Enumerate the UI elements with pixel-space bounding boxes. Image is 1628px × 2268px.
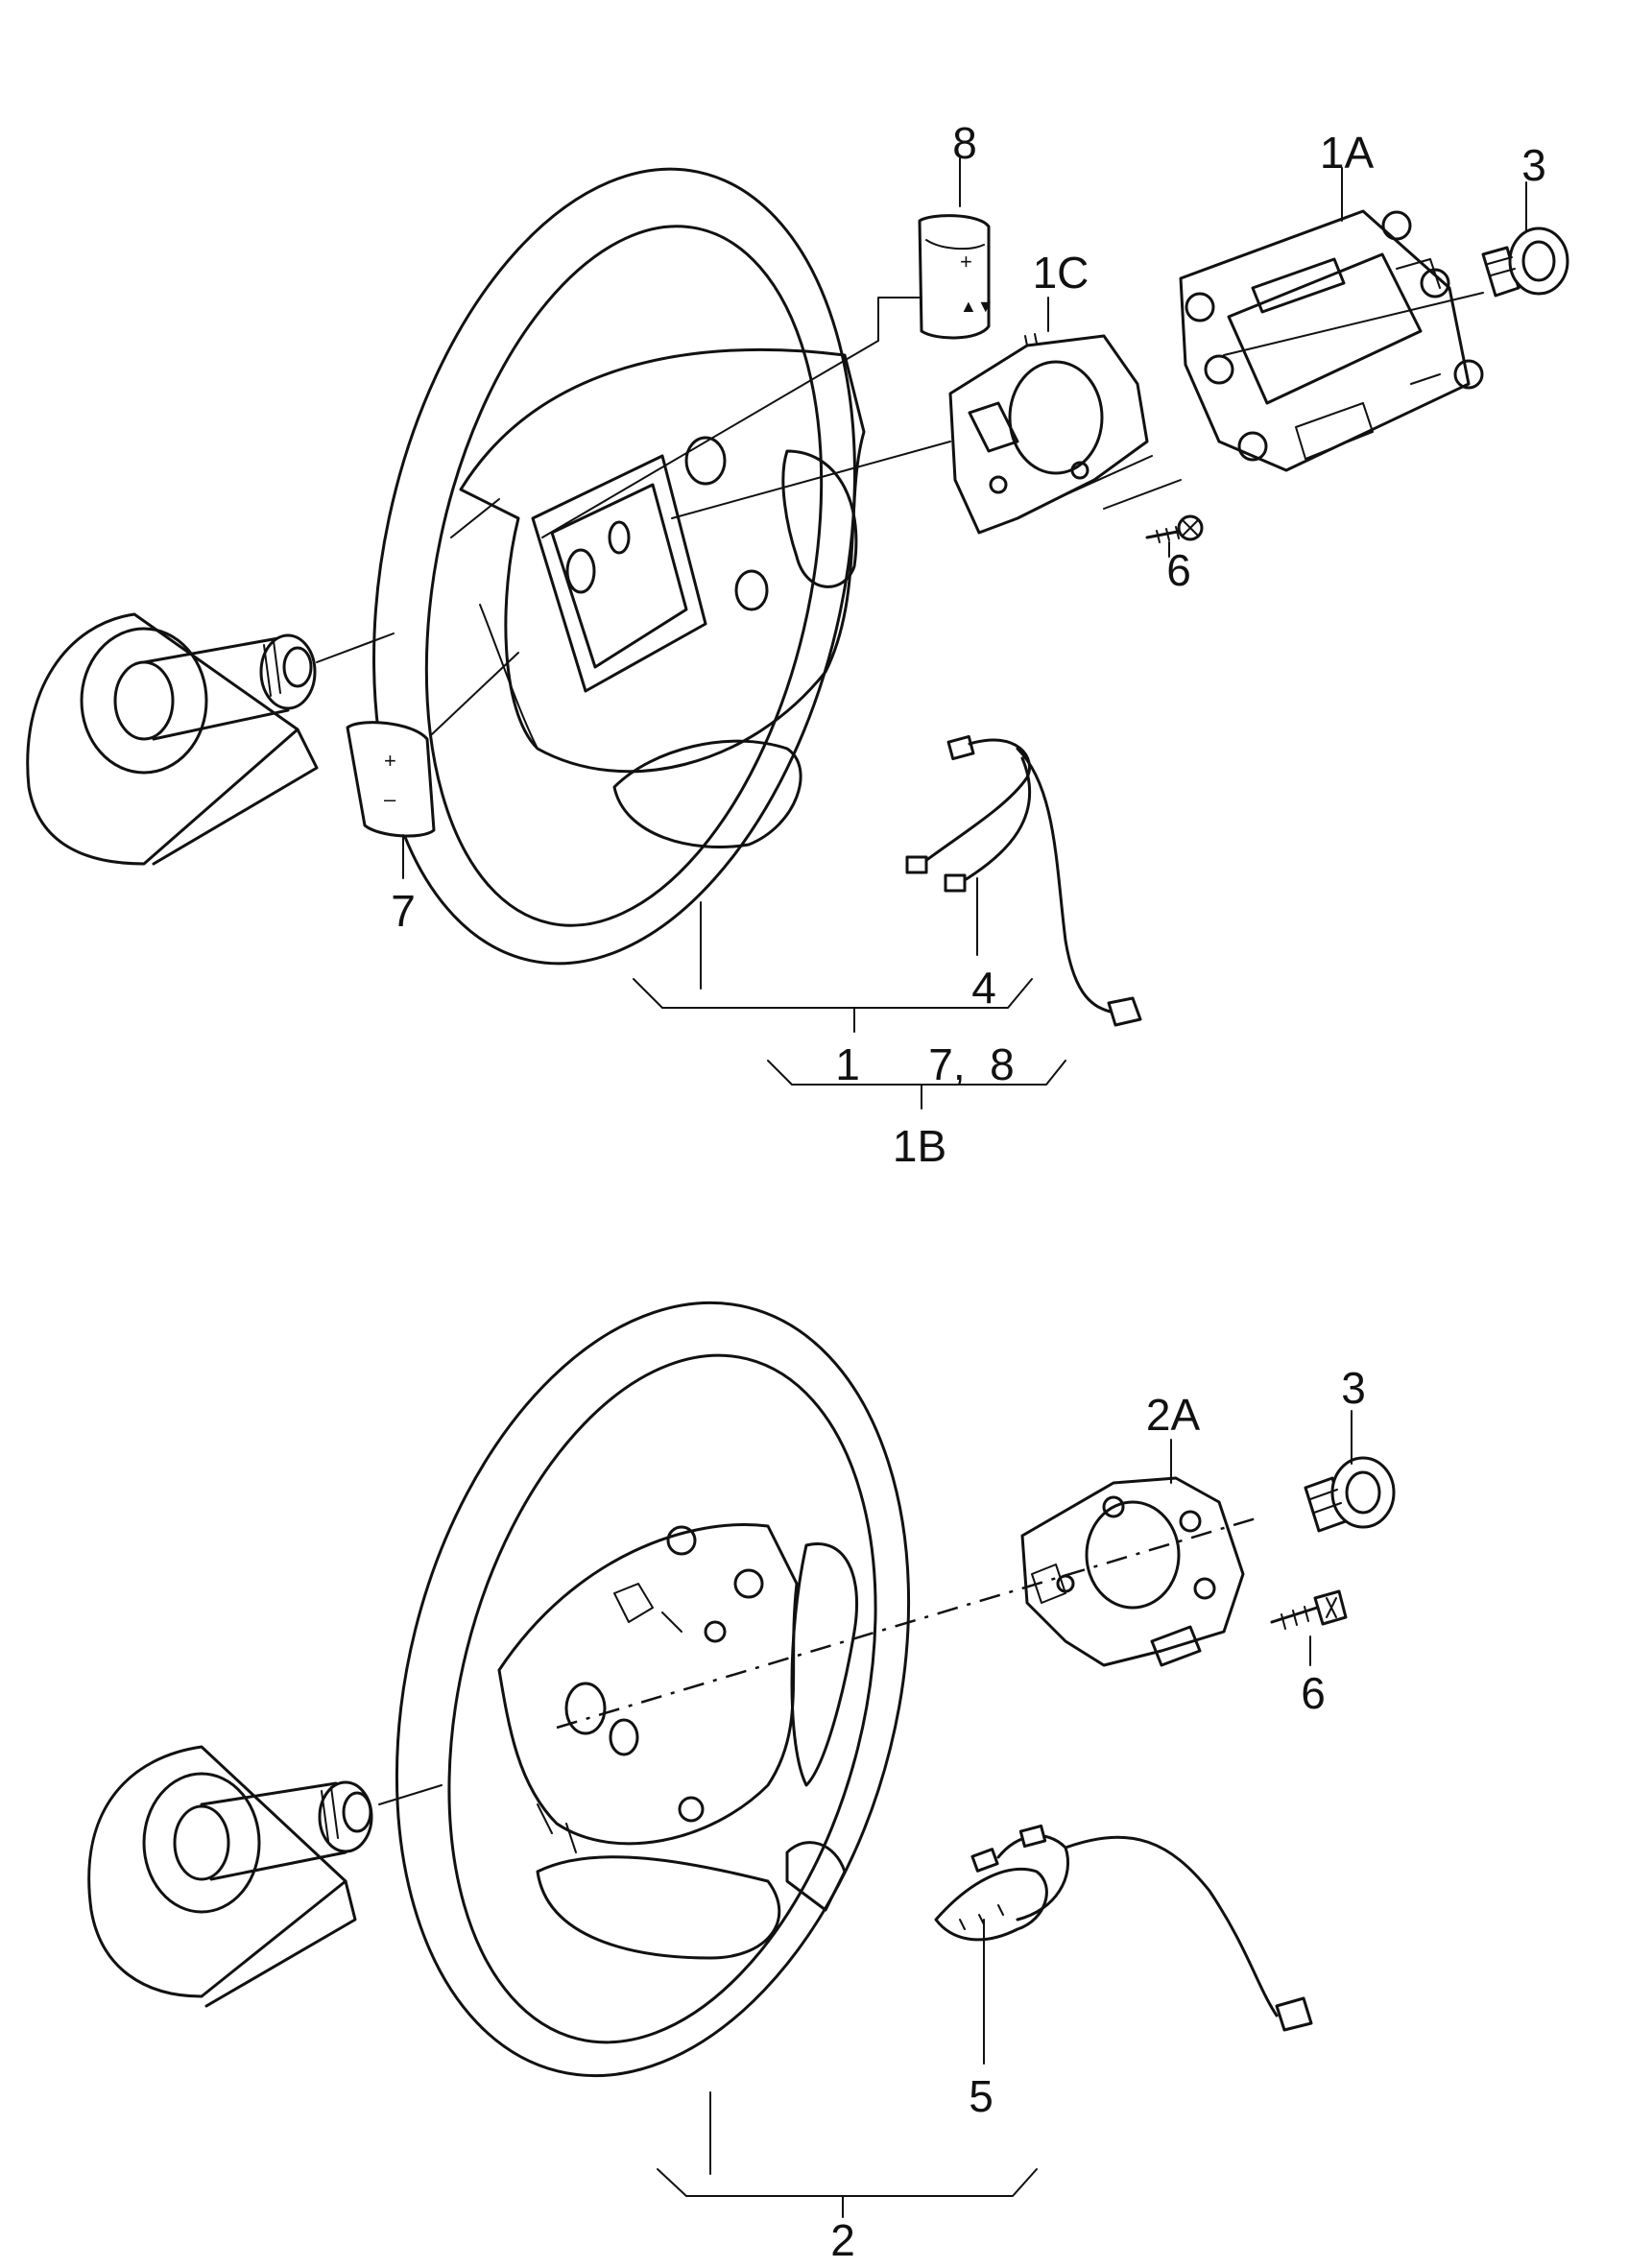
callout-8: 8 — [952, 118, 977, 168]
callout-7-8: 7, 8 — [928, 1039, 1015, 1089]
wiring-harness-icon — [905, 734, 1142, 1027]
callout-1: 1 — [835, 1039, 860, 1089]
callout-6-bottom: 6 — [1301, 1668, 1326, 1718]
multifunction-button-icon: + ▲▼ — [918, 214, 994, 340]
callout-2a: 2A — [1146, 1390, 1201, 1440]
screw-icon — [1270, 1589, 1348, 1630]
callout-1c: 1C — [1033, 248, 1089, 298]
callout-2: 2 — [830, 2215, 855, 2263]
svg-text:+: + — [384, 749, 396, 773]
steering-wheel-icon — [372, 167, 866, 966]
callout-7: 7 — [391, 886, 416, 936]
svg-text:–: – — [384, 787, 396, 811]
callout-1a: 1A — [1320, 128, 1375, 178]
airbag-frame-icon — [948, 333, 1149, 535]
steering-wheel-icon — [395, 1301, 911, 2078]
bottom-assembly: 3 2A 6 5 2 — [87, 1301, 1396, 2265]
multipoint-bolt-icon — [1481, 227, 1569, 298]
callout-4: 4 — [971, 963, 996, 1013]
callout-6: 6 — [1166, 545, 1191, 595]
wiring-harness-icon — [934, 1824, 1313, 2032]
multipoint-bolt-icon — [1304, 1456, 1396, 1533]
callout-3: 3 — [1521, 140, 1546, 190]
callout-3-bottom: 3 — [1341, 1363, 1366, 1413]
steering-column-icon — [87, 1745, 443, 2008]
screw-icon — [1145, 514, 1204, 543]
svg-text:▲▼: ▲▼ — [960, 297, 994, 316]
airbag-frame-icon — [1020, 1476, 1245, 1667]
callout-1b: 1B — [893, 1121, 946, 1171]
callout-5: 5 — [969, 2071, 994, 2121]
steering-column-icon — [26, 612, 395, 866]
top-assembly: + ▲▼ + – — [26, 118, 1569, 1171]
multifunction-button-icon: + – — [346, 721, 436, 838]
svg-text:+: + — [960, 250, 972, 274]
airbag-frame-icon — [1179, 209, 1484, 472]
